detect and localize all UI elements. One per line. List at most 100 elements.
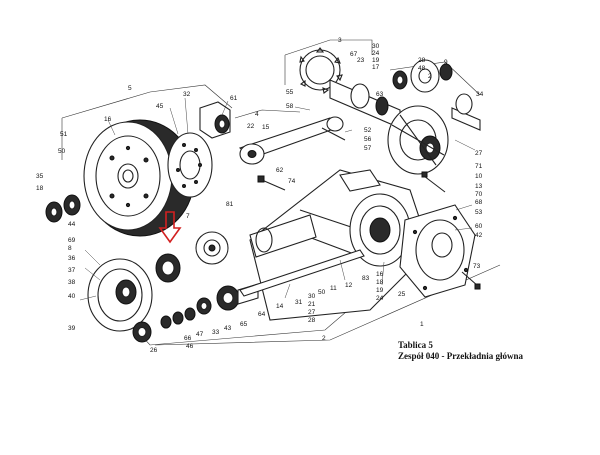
callout: 55 [286, 89, 294, 96]
main-shaft-part [239, 214, 365, 297]
callout: 40 [68, 293, 76, 300]
callout: 50 [318, 289, 326, 296]
callout: 19 [376, 287, 384, 294]
callout: 8 [68, 245, 72, 252]
callout: 58 [286, 103, 294, 110]
callout: 50 [58, 148, 66, 155]
callout: 81 [226, 201, 234, 208]
callout: 27 [475, 150, 483, 157]
callout: 34 [476, 91, 484, 98]
callout: 9 [444, 59, 448, 66]
callout: 28 [418, 57, 426, 64]
caption-title: Tablica 5 [398, 340, 433, 350]
callout: 74 [288, 178, 296, 185]
callout: 10 [475, 173, 483, 180]
callout: 51 [60, 131, 68, 138]
splined-gear-part [195, 231, 229, 265]
callout: 27 [308, 309, 316, 316]
callout: 46 [186, 343, 194, 350]
callout: 11 [330, 285, 337, 292]
callout: 65 [240, 321, 248, 328]
callout: 52 [364, 127, 372, 134]
sprocket-shaft-part [299, 47, 401, 129]
callout: 14 [276, 303, 284, 310]
callout: 5 [128, 85, 132, 92]
callout: 15 [262, 124, 270, 131]
callout: 62 [276, 167, 284, 174]
drawing-caption: Tablica 5 Zespół 040 - Przekładnia główn… [398, 340, 524, 361]
callout: 64 [258, 311, 266, 318]
upper-right-gear-part [392, 59, 481, 131]
callout: 63 [376, 91, 384, 98]
bolt-74-part [257, 175, 286, 191]
callout: 16 [376, 271, 384, 278]
callout: 2 [322, 335, 326, 342]
callout: 23 [357, 57, 365, 64]
callout: 3 [338, 37, 342, 44]
cover-plate-part [399, 204, 476, 298]
red-indicator-arrow [158, 211, 182, 244]
callout: 45 [156, 103, 164, 110]
callout: 42 [475, 232, 483, 239]
callout: 67 [350, 51, 358, 58]
callout: 4 [255, 111, 259, 118]
callout: 47 [196, 331, 204, 338]
washers-left-part [45, 194, 81, 223]
callout: 61 [230, 95, 238, 102]
spacer-set-part [160, 297, 212, 329]
callout: 38 [68, 279, 76, 286]
callout: 37 [68, 267, 76, 274]
callout: 25 [398, 291, 406, 298]
callout: 7 [186, 213, 190, 220]
spoked-hub-part [387, 105, 449, 175]
bolt-49-part [421, 171, 446, 193]
callout: 43 [224, 325, 232, 332]
callout: 13 [475, 183, 483, 190]
callout: 1 [420, 321, 424, 328]
callout: 53 [475, 209, 483, 216]
callout: 68 [475, 199, 483, 206]
callout: 36 [68, 255, 76, 262]
callout: 31 [295, 299, 303, 306]
callout: 66 [184, 335, 192, 342]
collar-26-part [132, 321, 152, 343]
callout: 30 [372, 43, 380, 50]
callout: 18 [376, 279, 384, 286]
callout: 16 [104, 116, 112, 123]
callout: 18 [36, 185, 44, 192]
callout: 44 [68, 221, 76, 228]
callout: 21 [308, 301, 316, 308]
callout: 69 [68, 237, 76, 244]
callout: 24 [372, 50, 380, 57]
callout: 32 [183, 91, 191, 98]
callout: 19 [372, 57, 380, 64]
callout: 33 [212, 329, 220, 336]
left-pulley-assembly-part [87, 253, 181, 332]
callout: 83 [362, 275, 370, 282]
callout: 39 [68, 325, 76, 332]
callout-labels: 5 32 45 61 16 51 50 35 18 4 22 15 55 58 … [36, 37, 484, 354]
large-pulley-part [83, 119, 195, 237]
callout: 24 [376, 295, 384, 302]
callout: 22 [247, 123, 255, 130]
caption-subtitle: Zespół 040 - Przekładnia główna [398, 351, 524, 361]
callout: 73 [473, 263, 481, 270]
callout: 30 [308, 293, 316, 300]
bearing-block-part [199, 101, 231, 139]
linkage-arm-part [238, 116, 346, 165]
callout: 71 [475, 163, 483, 170]
callout: 2 [428, 73, 432, 80]
perforated-disc-part [167, 132, 213, 198]
callout: 70 [475, 191, 483, 198]
bolt-73-part [461, 271, 481, 290]
callout: 28 [308, 317, 316, 324]
callout: 56 [364, 136, 372, 143]
leader-lines [79, 97, 476, 301]
callout: 48 [418, 65, 426, 72]
callout: 57 [364, 145, 372, 152]
callout: 60 [475, 223, 483, 230]
callout: 17 [372, 64, 380, 71]
callout: 35 [36, 173, 44, 180]
